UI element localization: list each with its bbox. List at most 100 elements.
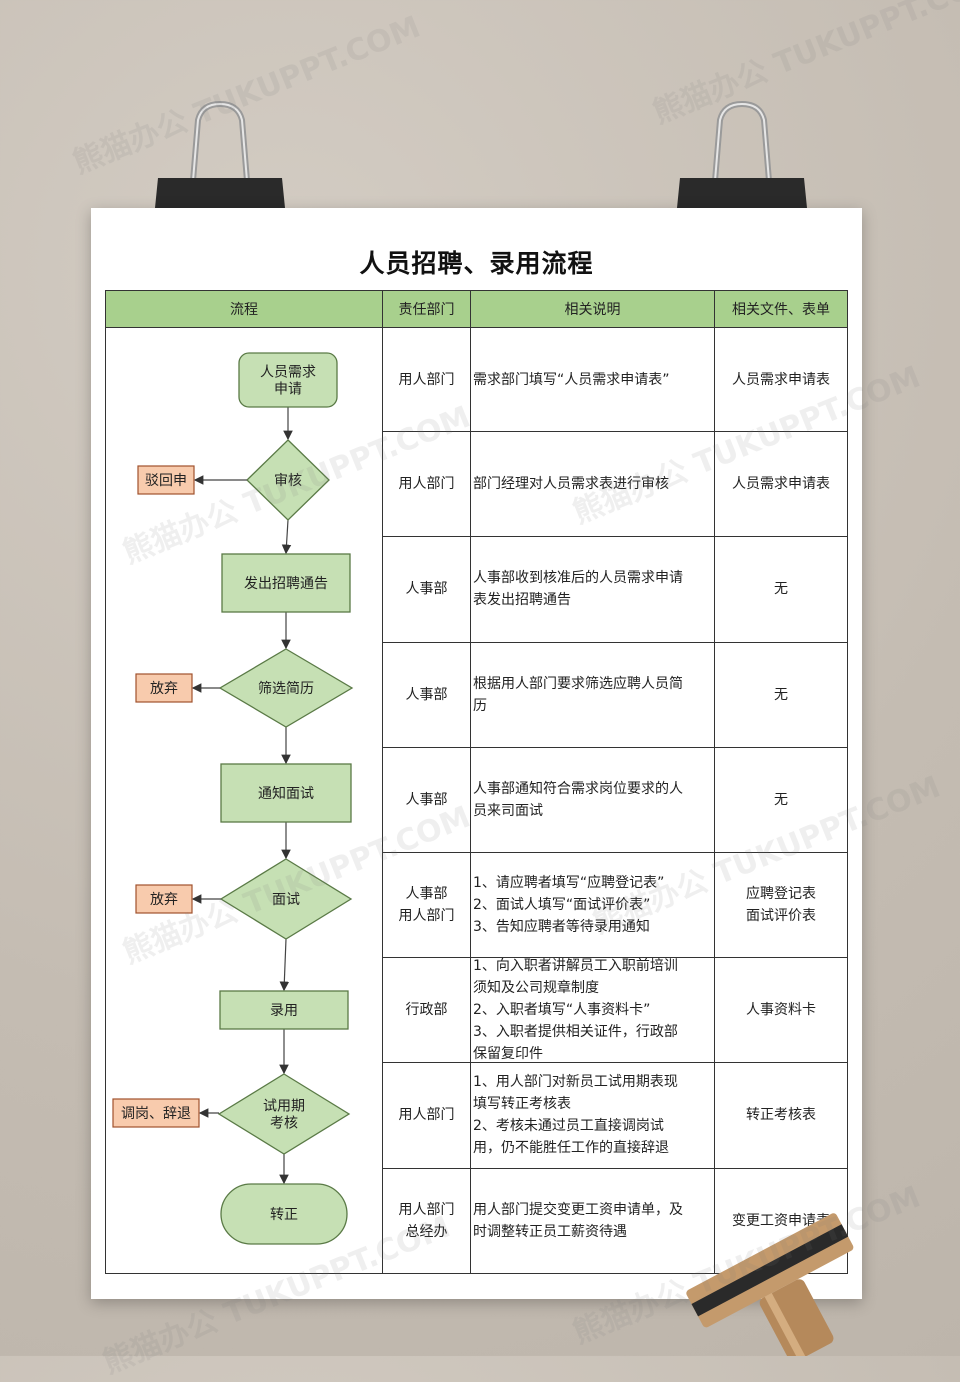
side-box-s3: 放弃: [135, 884, 193, 914]
flow-label: 考核: [270, 1116, 298, 1132]
desc-cell: 用人部门提交变更工资申请单，及时调整转正员工薪资待遇: [470, 1167, 715, 1274]
cell-line: 人员需求申请表: [732, 371, 830, 388]
doc-cell-text: 变更工资申请表: [732, 1210, 830, 1232]
cell-line: 面试评价表: [746, 908, 816, 925]
desc-cell: 人事部收到核准后的人员需求申请表发出招聘通告: [470, 536, 715, 643]
desc-cell-text: 1、请应聘者填写“应聘登记表”2、面试人填写“面试评价表”3、告知应聘者等待录用…: [473, 872, 664, 938]
dept-cell-text: 用人部门: [399, 1104, 455, 1126]
flow-label: 筛选简历: [258, 680, 314, 697]
cell-line: 须知及公司规章制度: [473, 980, 599, 997]
flow-arrow: [281, 519, 292, 555]
header-desc: 相关说明: [470, 290, 715, 328]
cell-line: 无: [774, 791, 788, 808]
cell-line: 员来司面试: [473, 802, 543, 819]
desc-cell-text: 用人部门提交变更工资申请单，及时调整转正员工薪资待遇: [473, 1199, 683, 1243]
flow-arrow: [279, 938, 290, 992]
cell-line: 1、请应聘者填写“应聘登记表”: [473, 875, 665, 892]
document-paper: 人员招聘、录用流程 流程 责任部门 相关说明 相关文件、表单 人员需求申请审核发…: [91, 208, 862, 1299]
flow-label: 面试: [272, 892, 300, 908]
doc-cell-text: 人员需求申请表: [732, 473, 830, 495]
cell-line: 人事部: [405, 886, 448, 903]
cell-line: 用人部门提交变更工资申请单，及: [473, 1201, 683, 1218]
doc-cell-text: 无: [774, 578, 788, 600]
flow-label: 申请: [274, 382, 302, 398]
cell-line: 人事部: [405, 791, 448, 808]
side-box-s4: 调岗、辞退: [112, 1098, 200, 1128]
cell-line: 转正考核表: [746, 1107, 816, 1124]
flow-label: 录用: [270, 1003, 298, 1019]
cell-line: 无: [774, 581, 788, 598]
header-docs: 相关文件、表单: [714, 290, 848, 328]
cell-line: 3、入职者提供相关证件，行政部: [473, 1024, 678, 1041]
flow-node-n3: 发出招聘通告: [221, 553, 351, 613]
desc-cell: 1、请应聘者填写“应聘登记表”2、面试人填写“面试评价表”3、告知应聘者等待录用…: [470, 852, 715, 959]
cell-line: 人事部: [405, 686, 448, 703]
desc-cell: 需求部门填写“人员需求申请表”: [470, 327, 715, 433]
doc-cell-text: 无: [774, 684, 788, 706]
flow-label: 试用期: [263, 1099, 305, 1115]
side-box-shape: [135, 884, 193, 914]
doc-cell: 无: [714, 641, 848, 748]
cell-line: 历: [473, 697, 487, 714]
desc-cell: 人事部通知符合需求岗位要求的人员来司面试: [470, 746, 715, 853]
flow-label: 人员需求: [260, 365, 316, 381]
side-box-label: 放弃: [150, 892, 178, 908]
doc-cell-text: 应聘登记表面试评价表: [746, 883, 816, 927]
flow-shape: [221, 553, 351, 613]
flow-shape: [219, 858, 353, 940]
desc-cell-text: 需求部门填写“人员需求申请表”: [473, 369, 670, 391]
cell-line: 应聘登记表: [746, 886, 816, 903]
stamp-decoration: [686, 1213, 854, 1356]
side-box-shape: [137, 465, 195, 495]
cell-line: 用人部门: [398, 1107, 455, 1124]
cell-line: 1、向入职者讲解员工入职前培训: [473, 958, 678, 975]
dept-cell-text: 用人部门总经办: [399, 1199, 455, 1243]
flow-label: 发出招聘通告: [244, 576, 328, 592]
dept-cell: 用人部门: [382, 1062, 471, 1169]
dept-cell-text: 人事部: [406, 684, 448, 706]
flow-shape: [220, 763, 352, 823]
dept-cell: 人事部: [382, 746, 471, 853]
doc-cell-text: 人员需求申请表: [732, 369, 830, 391]
flow-node-n2: 审核: [246, 439, 330, 521]
cell-line: 2、考核未通过员工直接调岗试: [473, 1118, 664, 1135]
dept-cell: 人事部: [382, 641, 471, 748]
dept-cell-text: 用人部门: [399, 369, 455, 391]
flowchart-column: 人员需求申请审核发出招聘通告筛选简历通知面试面试录用试用期考核转正驳回申放弃放弃…: [105, 327, 383, 1274]
cell-line: 总经办: [405, 1223, 448, 1240]
cell-line: 人事部: [405, 581, 448, 598]
flow-label: 通知面试: [258, 785, 314, 802]
flowchart: 人员需求申请审核发出招聘通告筛选简历通知面试面试录用试用期考核转正驳回申放弃放弃…: [112, 352, 354, 1245]
cell-line: 用人部门: [398, 1201, 455, 1218]
cell-line: 需求部门填写“人员需求申请表”: [473, 371, 670, 388]
side-box-shape: [112, 1098, 200, 1128]
cell-line: 用人部门: [398, 908, 455, 925]
cell-line: 2、入职者填写“人事资料卡”: [473, 1002, 651, 1019]
cell-line: 用，仍不能胜任工作的直接辞退: [473, 1140, 669, 1157]
dept-cell-text: 行政部: [406, 999, 448, 1021]
doc-cell: 转正考核表: [714, 1062, 848, 1169]
dept-cell-text: 用人部门: [399, 473, 455, 495]
doc-cell-text: 无: [774, 789, 788, 811]
flow-node-n6: 面试: [219, 858, 353, 940]
dept-cell-text: 人事部: [406, 578, 448, 600]
cell-line: 部门经理对人员需求表进行审核: [473, 476, 669, 493]
dept-cell: 用人部门: [382, 431, 471, 538]
cell-line: 人事部通知符合需求岗位要求的人: [473, 780, 683, 797]
cell-line: 表发出招聘通告: [473, 592, 571, 609]
side-box-label: 驳回申: [145, 473, 187, 489]
flow-shape: [238, 352, 338, 408]
side-box-s2: 放弃: [135, 673, 193, 703]
desc-cell: 部门经理对人员需求表进行审核: [470, 431, 715, 538]
desc-cell-text: 部门经理对人员需求表进行审核: [473, 473, 669, 495]
desc-cell: 1、向入职者讲解员工入职前培训须知及公司规章制度 2、入职者填写“人事资料卡” 3、…: [470, 957, 715, 1064]
flow-shape: [218, 648, 354, 728]
side-box-label: 调岗、辞退: [121, 1106, 191, 1122]
flow-shape: [217, 1073, 351, 1155]
cell-line: 人事资料卡: [746, 1002, 816, 1019]
doc-cell: 人事资料卡: [714, 957, 848, 1064]
dept-cell: 行政部: [382, 957, 471, 1064]
